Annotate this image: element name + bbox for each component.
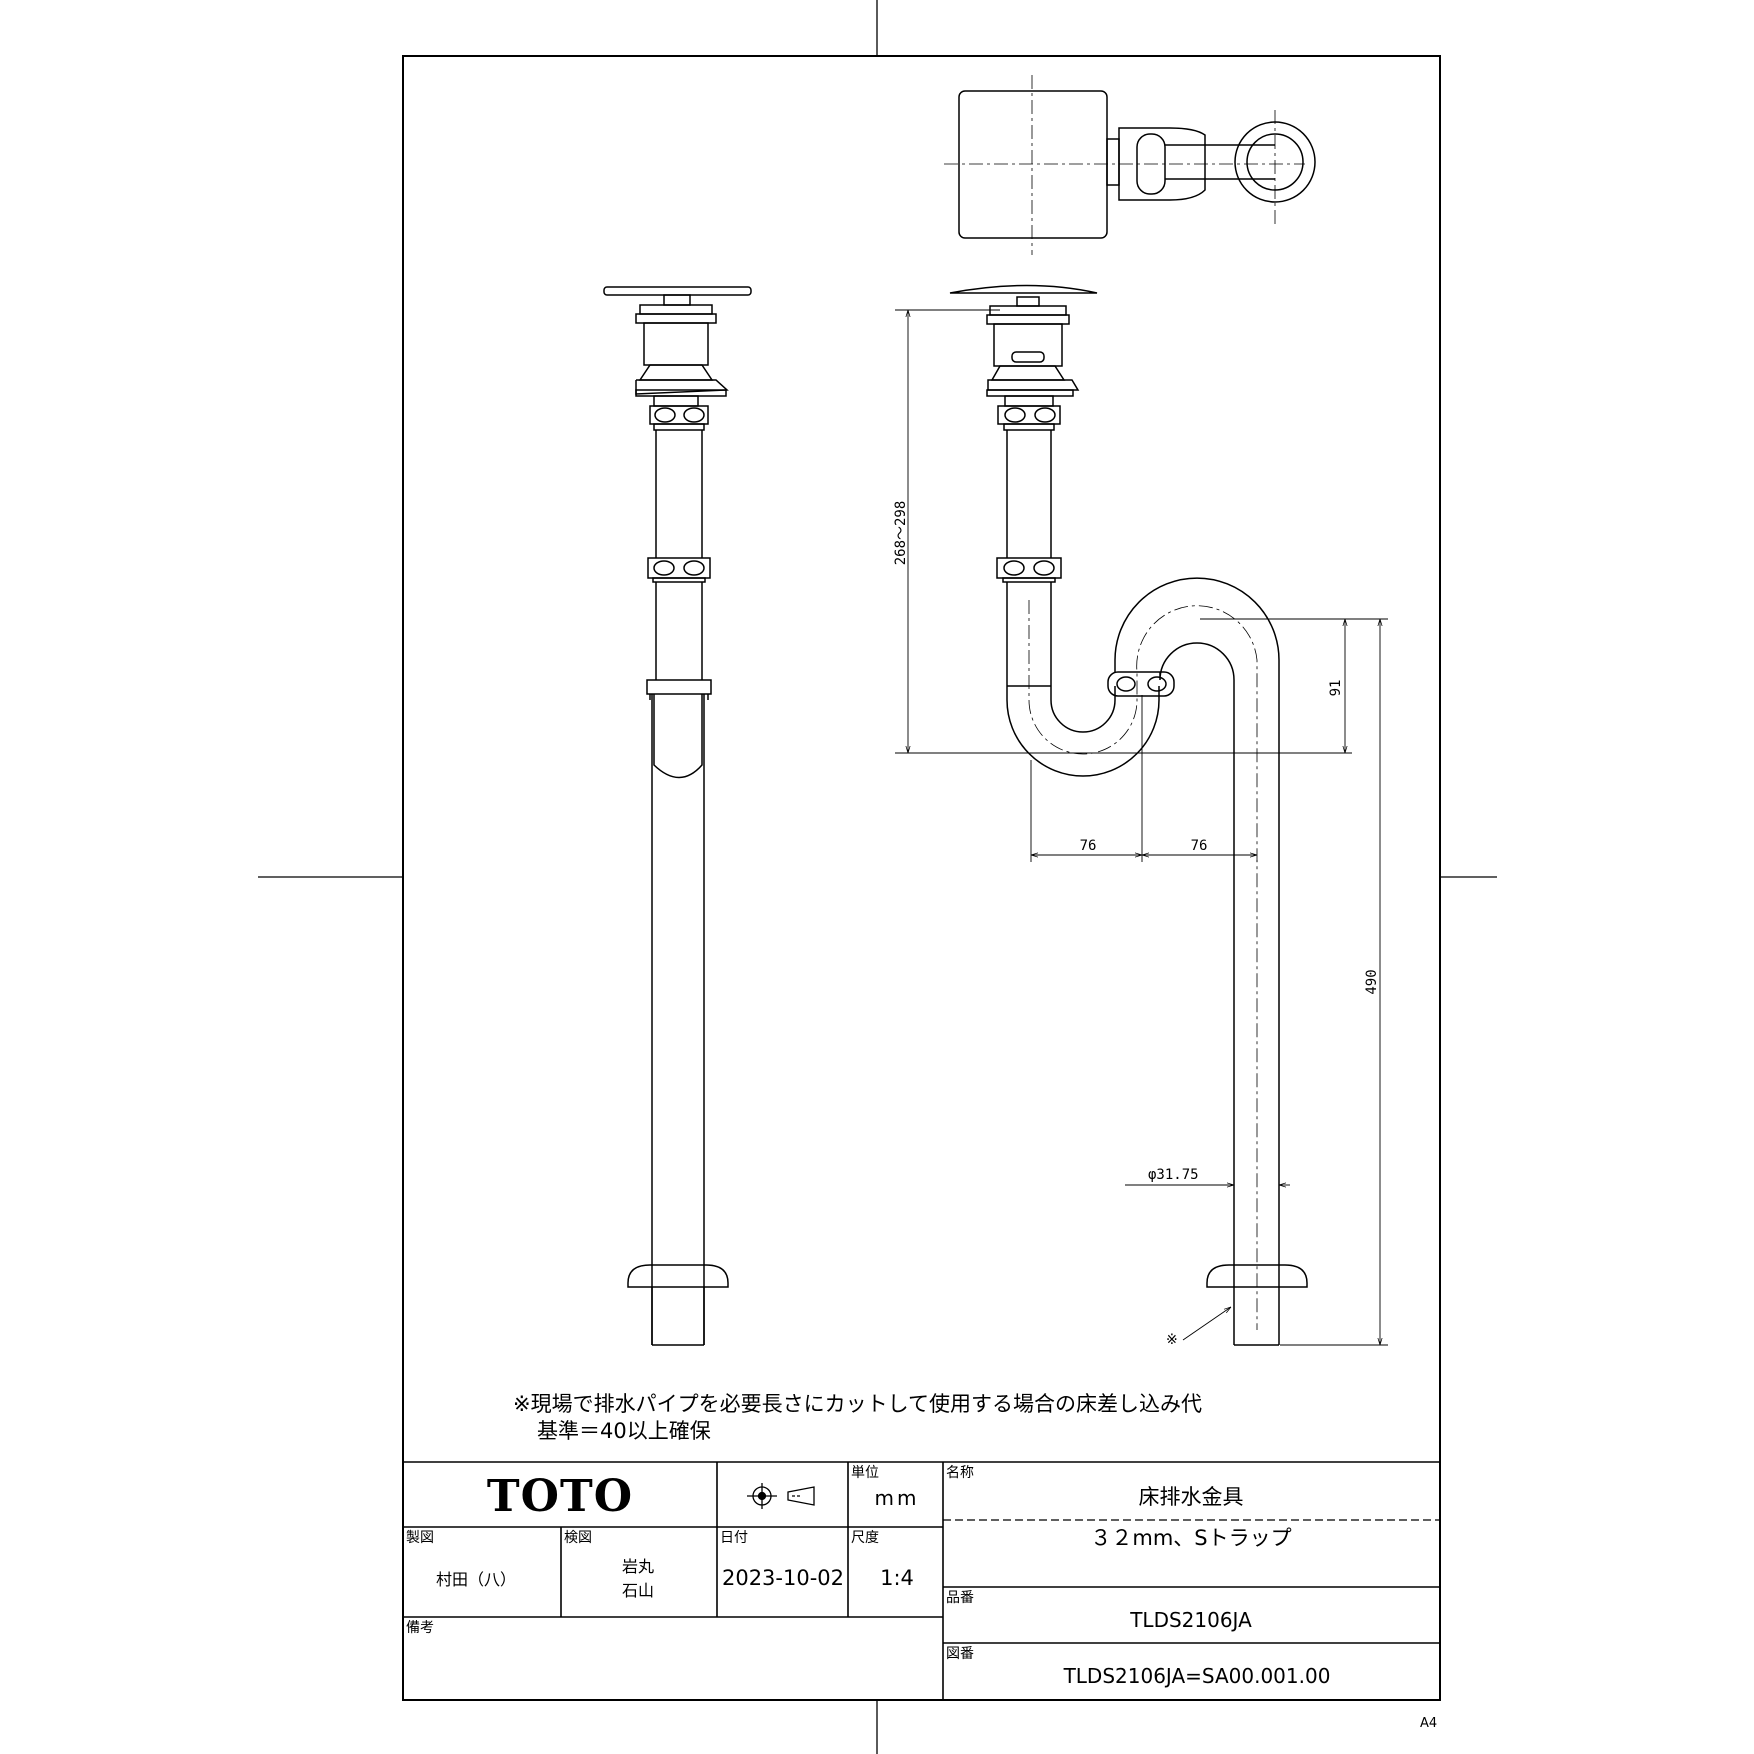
checked-label: 検図: [564, 1530, 592, 1546]
dim-offset-left: 76: [1080, 838, 1097, 854]
toto-logo: TOTO: [487, 1471, 633, 1522]
top-view-drawing: [958, 90, 1316, 239]
title-block-grid: [403, 1461, 1440, 1700]
scale-label: 尺度: [851, 1530, 879, 1546]
paper-size: A4: [1420, 1716, 1437, 1731]
dim-vertical-drop: 490: [1364, 969, 1380, 994]
front-view-drawing: [949, 284, 1308, 1346]
unit-label: 単位: [851, 1465, 879, 1481]
name-label: 名称: [946, 1465, 974, 1481]
note-line-2: 基準＝40以上確保: [537, 1419, 711, 1443]
part-label: 品番: [946, 1590, 974, 1606]
dimension-lines: [895, 309, 1388, 1346]
date-value: 2023-10-02: [722, 1566, 844, 1590]
checked-value-2: 石山: [622, 1581, 654, 1600]
note-line-1: ※現場で排水パイプを必要長さにカットして使用する場合の床差し込み代: [513, 1392, 1202, 1416]
dim-note-marker: ※: [1166, 1332, 1178, 1348]
drawing-frame: [402, 55, 1441, 1701]
date-label: 日付: [720, 1530, 748, 1546]
unit-value: mm: [875, 1486, 920, 1510]
top-view-centerlines: [944, 75, 1305, 255]
dim-trap-depth: 91: [1328, 680, 1344, 697]
drawing-label: 図番: [946, 1646, 974, 1662]
side-view-drawing: [603, 286, 752, 1346]
remarks-label: 備考: [406, 1620, 434, 1636]
part-value: TLDS2106JA: [1129, 1608, 1252, 1632]
dim-offset-right: 76: [1191, 838, 1208, 854]
name-value: 床排水金具: [1139, 1485, 1244, 1509]
drawn-label: 製図: [406, 1530, 434, 1546]
drawing-value: TLDS2106JA=SA00.001.00: [1063, 1664, 1331, 1688]
dim-height-range: 268～298: [893, 501, 909, 566]
drawn-value: 村田（八）: [436, 1570, 516, 1589]
projection-icon: [747, 1483, 815, 1509]
dim-pipe-diameter: φ31.75: [1148, 1167, 1199, 1183]
trap-centerline: [1028, 600, 1258, 1330]
name-sub: ３２mm、Sトラップ: [1090, 1526, 1291, 1550]
scale-value: 1:4: [880, 1566, 914, 1590]
checked-value-1: 岩丸: [622, 1557, 654, 1576]
crop-marks: [258, 0, 1497, 1754]
